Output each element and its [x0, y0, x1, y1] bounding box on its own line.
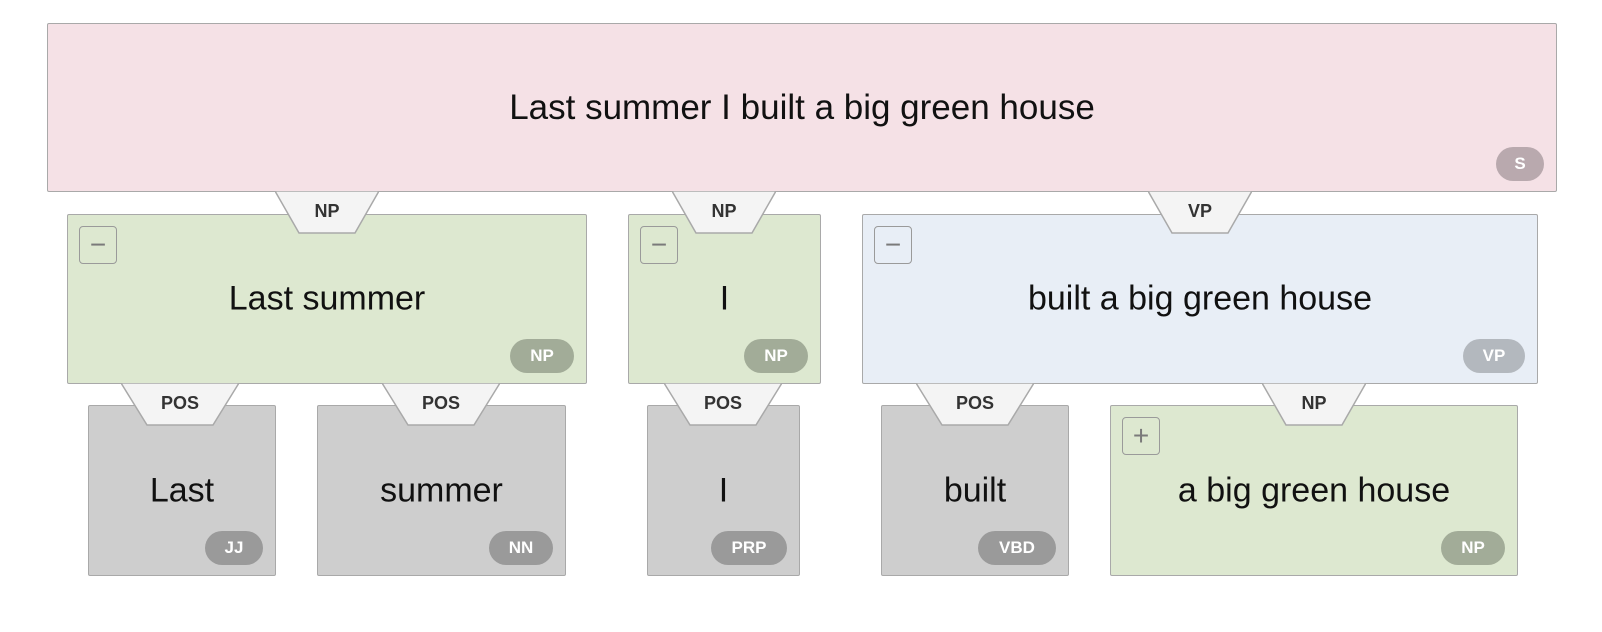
collapse-button[interactable]: −	[640, 226, 678, 264]
edge-label: NP	[672, 191, 776, 235]
node-word-built[interactable]: built VBD	[881, 405, 1069, 576]
tag-badge: JJ	[205, 531, 263, 565]
tag-badge: NP	[1441, 531, 1505, 565]
node-s-root[interactable]: Last summer I built a big green house S	[47, 23, 1557, 192]
node-word-i[interactable]: I PRP	[647, 405, 800, 576]
node-vp[interactable]: − built a big green house VP	[862, 214, 1538, 384]
node-word-summer[interactable]: summer NN	[317, 405, 566, 576]
edge-label-text: POS	[703, 393, 742, 413]
node-text: built a big green house	[1027, 279, 1373, 318]
edge-label: POS	[121, 383, 239, 427]
node-text: built	[943, 471, 1007, 509]
edge-label: NP	[1262, 383, 1366, 427]
tag-badge: NP	[510, 339, 574, 373]
edge-label-text: NP	[711, 201, 737, 221]
tag-badge: VP	[1463, 339, 1525, 373]
node-np-i[interactable]: − I NP	[628, 214, 821, 384]
expand-button[interactable]: +	[1122, 417, 1160, 455]
edge-label: VP	[1148, 191, 1252, 235]
node-text: I	[718, 471, 729, 509]
edge-label-text: POS	[421, 393, 460, 413]
tag-badge: NP	[744, 339, 808, 373]
node-text: Last summer	[228, 279, 426, 318]
node-text: Last	[149, 471, 215, 509]
edge-label: POS	[382, 383, 500, 427]
node-text: a big green house	[1177, 471, 1451, 509]
edge-label: POS	[664, 383, 782, 427]
node-np-last-summer[interactable]: − Last summer NP	[67, 214, 587, 384]
node-word-last[interactable]: Last JJ	[88, 405, 276, 576]
edge-label-text: VP	[1187, 201, 1212, 221]
edge-label: POS	[916, 383, 1034, 427]
edge-label: NP	[275, 191, 379, 235]
edge-label-text: NP	[314, 201, 340, 221]
collapse-button[interactable]: −	[79, 226, 117, 264]
node-np-a-big-green-house[interactable]: + a big green house NP	[1110, 405, 1518, 576]
node-text: summer	[380, 471, 503, 509]
tag-badge: S	[1496, 147, 1544, 181]
tag-badge: NN	[489, 531, 553, 565]
collapse-button[interactable]: −	[874, 226, 912, 264]
edge-label-text: POS	[160, 393, 199, 413]
edge-label-text: POS	[955, 393, 994, 413]
node-text: Last summer I built a big green house	[509, 87, 1095, 127]
tag-badge: VBD	[978, 531, 1056, 565]
tag-badge: PRP	[711, 531, 787, 565]
node-text: I	[719, 279, 730, 318]
edge-label-text: NP	[1301, 393, 1327, 413]
